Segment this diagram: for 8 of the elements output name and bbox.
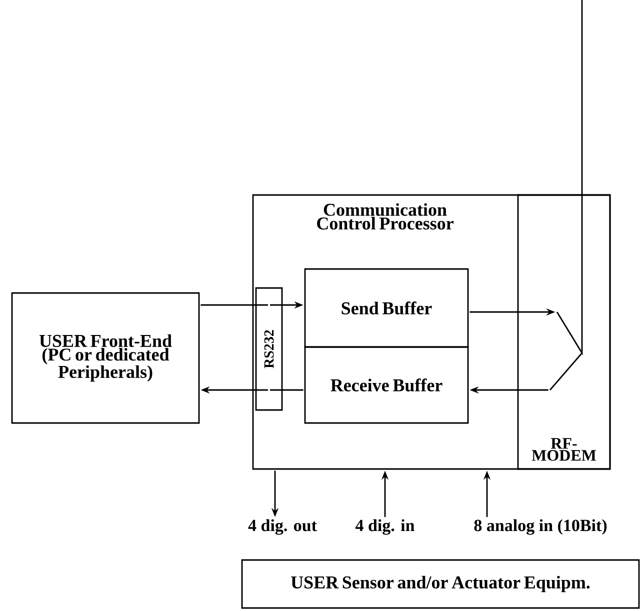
equipment-box: USER Sensor and/or Actuator Equipm.	[241, 559, 640, 609]
modem-box: RF- MODEM	[517, 194, 611, 470]
signal-label: 4 dig. out	[248, 519, 317, 535]
buffer-box: Receive Buffer	[304, 346, 469, 424]
signal-label: 8 analog in (10Bit)	[474, 519, 607, 535]
front-end-box: USER Front-End (PC or dedicated Peripherals)	[11, 292, 200, 424]
signal-label: 4 dig. in	[355, 519, 414, 535]
buffer-box: Send Buffer	[304, 268, 469, 348]
